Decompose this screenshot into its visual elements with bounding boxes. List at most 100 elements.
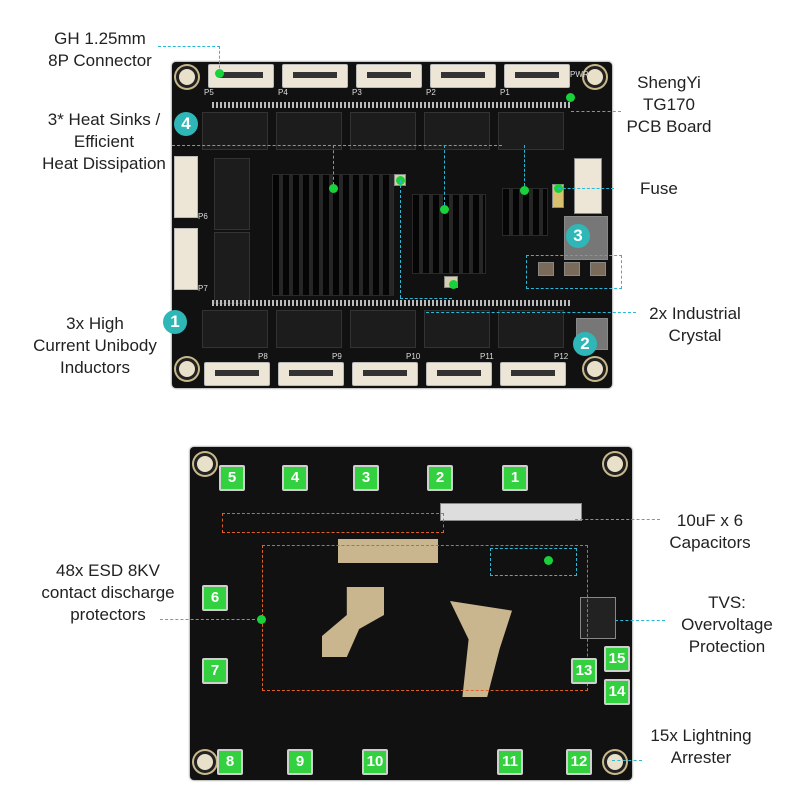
pcb-dot (566, 93, 575, 102)
label-arrester: 15x Lightning Arrester (636, 725, 766, 769)
leader-line (490, 548, 577, 576)
arrester-marker: 10 (362, 749, 388, 775)
mount-hole (176, 66, 198, 88)
port-label: P5 (204, 88, 214, 97)
tvs-diode (580, 597, 616, 639)
mount-hole (194, 453, 216, 475)
label-line: protectors (70, 605, 146, 624)
label-line: 48x ESD 8KV (56, 561, 160, 580)
pwr-label: PWR (570, 70, 589, 79)
transformer-chip (214, 158, 250, 230)
label-line: contact discharge (41, 583, 175, 602)
leader-line (571, 111, 621, 112)
label-line: 10uF x 6 (676, 511, 744, 530)
label-line: TVS: (708, 593, 746, 612)
arrester-marker: 14 (604, 679, 630, 705)
arrester-marker: 5 (219, 465, 245, 491)
connector-p12 (500, 362, 566, 386)
port-label: P12 (554, 352, 569, 361)
transformer-chip (214, 232, 250, 304)
port-label: P4 (278, 88, 288, 97)
port-label: P3 (352, 88, 362, 97)
heat-sink-small (502, 188, 548, 236)
label-line: GH 1.25mm (54, 29, 146, 48)
label-tvs: TVS: Overvoltage Protection (662, 592, 792, 658)
leader-line (160, 619, 260, 620)
label-line: 3x High (66, 314, 124, 333)
leader-line (426, 312, 636, 313)
heatsink-dot (329, 184, 338, 193)
capacitor (564, 262, 580, 276)
label-pcb: ShengYi TG170 PCB Board (614, 72, 724, 138)
mount-hole (176, 358, 198, 380)
leader-line (400, 298, 452, 299)
connector-p4 (282, 64, 348, 88)
capacitor-bank (440, 503, 582, 521)
capacitor (590, 262, 606, 276)
connector-p10 (352, 362, 418, 386)
capacitor (538, 262, 554, 276)
label-line: Inductors (60, 358, 130, 377)
top-pcb-board: P5 P4 P3 P2 P1 PWR P8 P9 P10 P11 P12 P6 … (172, 62, 612, 388)
port-label: P1 (500, 88, 510, 97)
copper-pad (338, 539, 438, 563)
connector-p11 (426, 362, 492, 386)
label-line: 2x Industrial (649, 304, 741, 323)
transformer-chip (424, 310, 490, 348)
power-connector (574, 158, 602, 214)
mount-hole (194, 751, 216, 773)
label-line: PCB Board (626, 117, 712, 136)
transformer-chip (424, 112, 490, 150)
port-label: P7 (198, 284, 208, 293)
label-line: Heat Dissipation (42, 154, 166, 173)
port-label: P8 (258, 352, 268, 361)
label-line: Crystal (668, 326, 722, 345)
connector-p7 (174, 228, 198, 290)
leader-line (526, 255, 622, 289)
label-connector: GH 1.25mm 8P Connector (40, 28, 160, 72)
leader-line (612, 760, 642, 761)
leader-line (158, 46, 220, 73)
arrester-marker: 11 (497, 749, 523, 775)
connector-p8 (204, 362, 270, 386)
arrester-marker: 9 (287, 749, 313, 775)
label-capacitors: 10uF x 6 Capacitors (660, 510, 760, 554)
label-line: 15x Lightning (650, 726, 752, 745)
label-line: Capacitors (669, 533, 751, 552)
label-line: Arrester (670, 748, 732, 767)
esd-outline (222, 513, 444, 533)
leader-line (524, 145, 525, 186)
arrester-marker: 8 (217, 749, 243, 775)
port-label: P11 (480, 352, 494, 361)
connector-p1 (504, 64, 570, 88)
arrester-marker: 15 (604, 646, 630, 672)
transformer-chip (350, 310, 416, 348)
inductor-marker: 2 (573, 332, 597, 356)
leader-line (400, 180, 401, 298)
connector-p9 (278, 362, 344, 386)
heat-sink-cpu (412, 194, 486, 274)
leader-line (558, 188, 614, 189)
arrester-marker: 7 (202, 658, 228, 684)
mount-hole (604, 751, 626, 773)
capacitor-dot (544, 556, 553, 565)
connector-dot (215, 69, 224, 78)
inductor-marker: 3 (566, 224, 590, 248)
leader-line (444, 145, 445, 205)
leader-line (615, 620, 665, 621)
leader-line (172, 145, 502, 146)
inductor-marker: 4 (174, 112, 198, 136)
heatsink-dot (440, 205, 449, 214)
arrester-marker: 2 (427, 465, 453, 491)
label-line: 3* Heat Sinks / (47, 110, 161, 129)
port-label: P10 (406, 352, 421, 361)
transformer-chip (202, 310, 268, 348)
transformer-chip (276, 112, 342, 150)
label-fuse: Fuse (640, 179, 678, 198)
label-line: TG170 (643, 95, 695, 114)
label-crystal: 2x Industrial Crystal (630, 303, 760, 347)
connector-p6 (174, 156, 198, 218)
heatsink-dot (520, 186, 529, 195)
port-label: P6 (198, 212, 208, 221)
connector-p3 (356, 64, 422, 88)
